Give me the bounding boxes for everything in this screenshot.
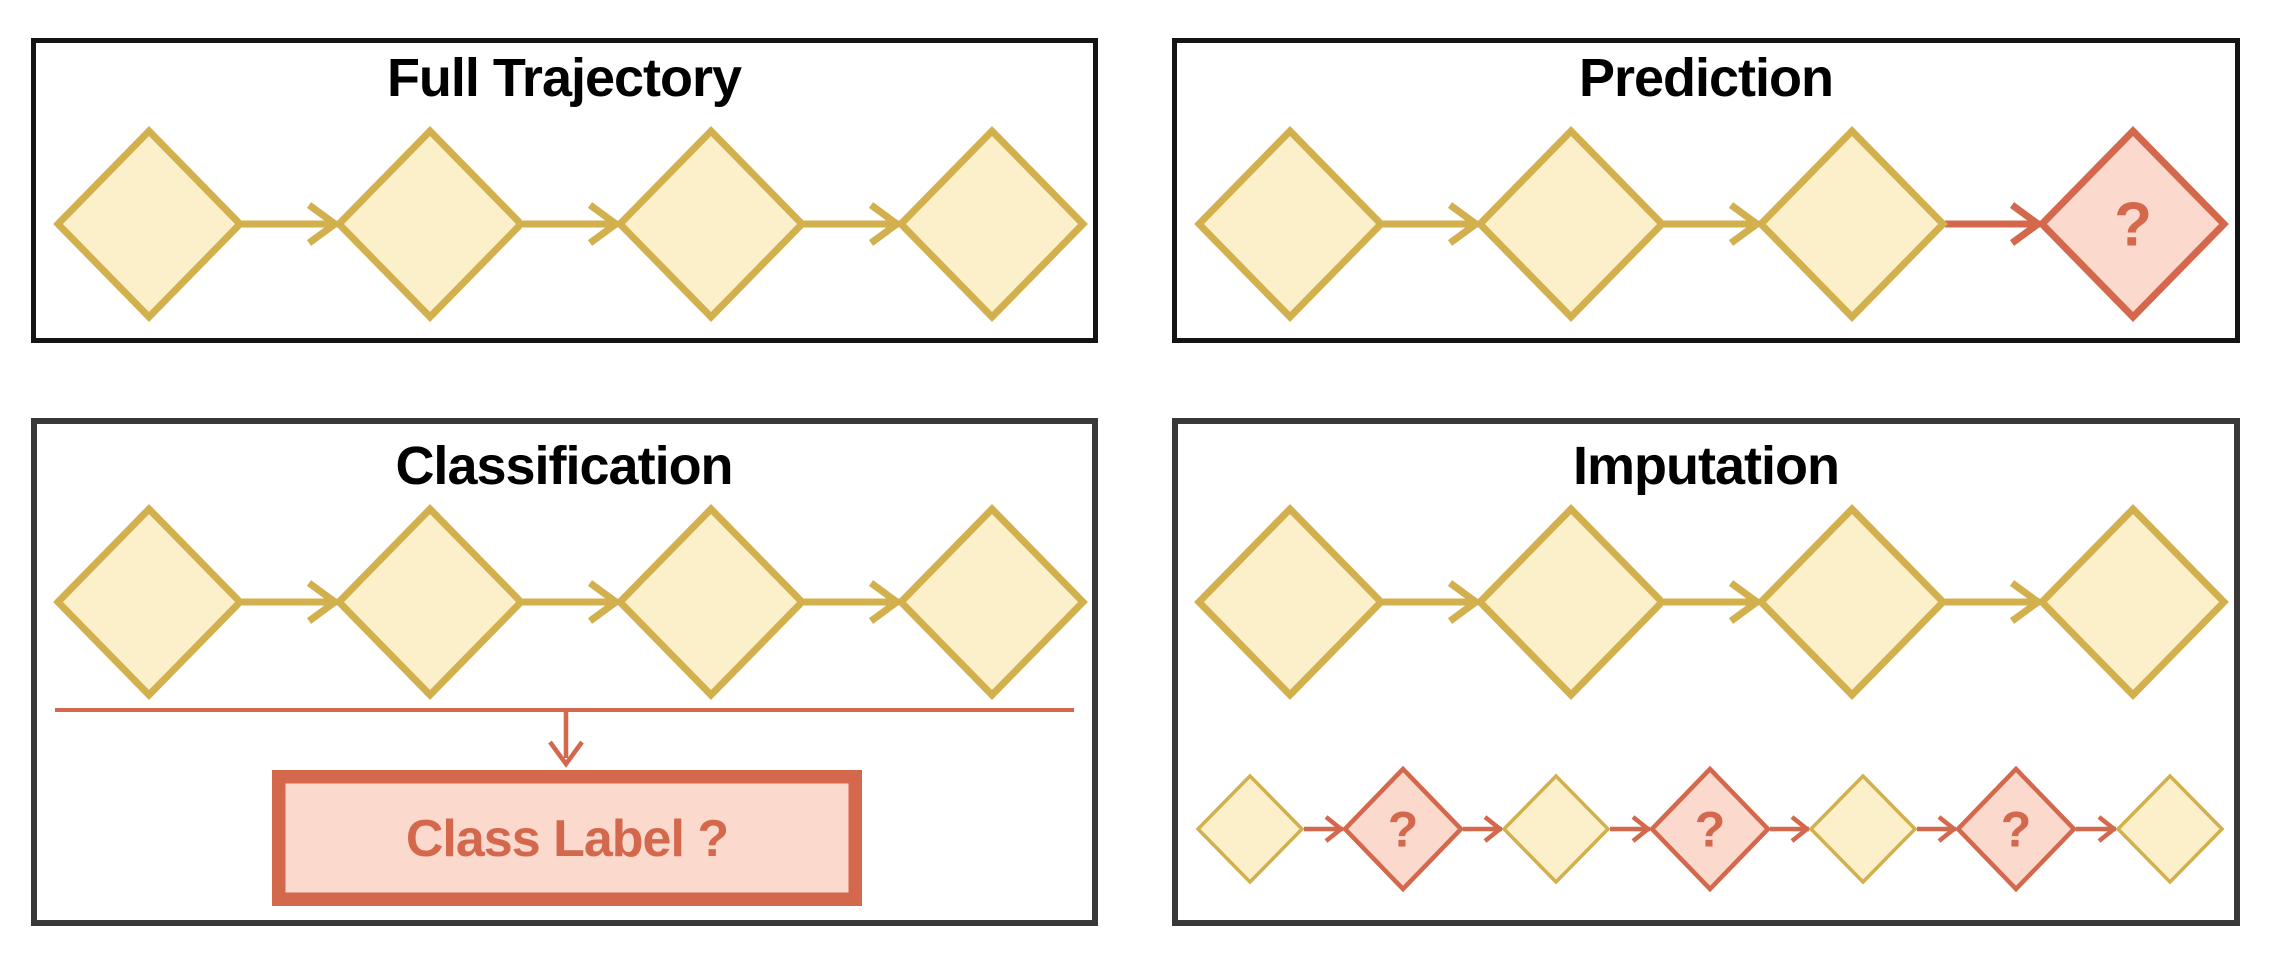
- observed-state-diamond: [1756, 503, 1948, 701]
- observed-state-diamond: [615, 503, 807, 701]
- unknown-mark: ?: [1695, 802, 1726, 858]
- arrowhead-icon: [1790, 815, 1811, 843]
- unknown-mark: ?: [2114, 191, 2152, 260]
- unknown-state-diamond: [1648, 765, 1772, 893]
- observed-state-diamond: [1475, 125, 1667, 323]
- observed-state-diamond: [896, 125, 1088, 323]
- observed-state-diamond: [615, 125, 807, 323]
- observed-state-diamond: [2115, 773, 2225, 885]
- panel-title-prediction: Prediction: [1579, 48, 1833, 108]
- arrowhead-icon: [2097, 815, 2118, 843]
- panel-imputation: Imputation ???: [1172, 418, 2240, 926]
- unknown-mark: ?: [1388, 802, 1419, 858]
- down-arrowhead-icon: [548, 740, 584, 768]
- panel-title-full-trajectory: Full Trajectory: [387, 48, 742, 108]
- observed-state-diamond: [53, 503, 245, 701]
- unknown-state-diamond: [1954, 765, 2078, 893]
- panel-border: [31, 418, 1098, 926]
- panel-border: [1172, 418, 2240, 926]
- observed-state-diamond: [1808, 773, 1918, 885]
- arrowhead-icon: [1631, 815, 1652, 843]
- class-label-text: Class Label ?: [406, 810, 728, 868]
- panel-border: [1172, 38, 2240, 343]
- panel-title-imputation: Imputation: [1573, 436, 1839, 496]
- observed-state-diamond: [1756, 125, 1948, 323]
- observed-state-diamond: [1194, 503, 1386, 701]
- unknown-mark: ?: [2001, 802, 2032, 858]
- panel-prediction: Prediction ?: [1172, 38, 2240, 343]
- arrowhead-icon: [1483, 815, 1504, 843]
- unknown-state-diamond: [1341, 765, 1465, 893]
- observed-state-diamond: [2037, 503, 2229, 701]
- observed-state-diamond: [1501, 773, 1611, 885]
- panel-full-trajectory: Full Trajectory: [31, 38, 1098, 343]
- observed-state-diamond: [53, 125, 245, 323]
- panel-classification: Classification Class Label ?: [31, 418, 1098, 926]
- observed-state-diamond: [896, 503, 1088, 701]
- panel-border: [31, 38, 1098, 343]
- unknown-state-diamond: [2037, 125, 2229, 323]
- observed-state-diamond: [334, 503, 526, 701]
- observed-state-diamond: [1194, 125, 1386, 323]
- arrowhead-icon: [1937, 815, 1958, 843]
- observed-state-diamond: [1475, 503, 1667, 701]
- arrowhead-icon: [1324, 815, 1345, 843]
- class-label-box: [282, 780, 852, 896]
- panel-title-classification: Classification: [395, 436, 732, 496]
- observed-state-diamond: [334, 125, 526, 323]
- observed-state-diamond: [1195, 773, 1305, 885]
